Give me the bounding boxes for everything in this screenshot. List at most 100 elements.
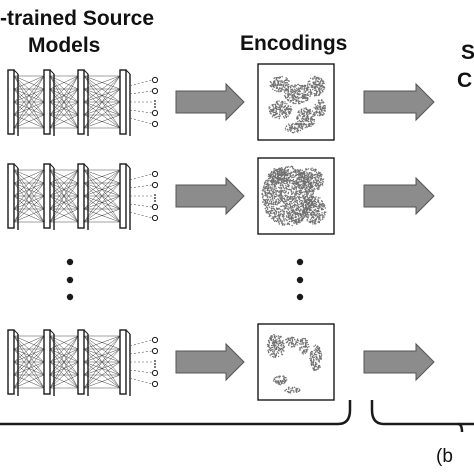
encoding-point [304,181,306,183]
encoding-point [274,202,277,204]
encoding-point [286,175,288,177]
encoding-point [312,216,314,219]
encoding-point [299,180,301,183]
encoding-point [304,127,306,129]
encoding-point [290,129,292,132]
encoding-point [310,204,313,207]
encoding-point [304,123,306,126]
encoding-point [279,76,281,78]
encoding-point [277,343,279,346]
encoding-point [321,205,323,208]
encoding-point [289,175,292,178]
encoding-point [278,114,281,116]
encoding-point [278,199,280,201]
encoding-point [280,205,282,208]
encoding-point [309,198,311,200]
encoding-point [315,94,317,96]
encoding-point [294,338,296,341]
encoding-point [297,126,300,128]
encoding-point [304,176,306,178]
encoding-point [314,89,317,91]
encoding-point [273,180,276,183]
encoding-point [287,222,289,224]
encoding-point [302,121,305,123]
encoding-point [266,189,268,192]
encoding-point [279,195,281,197]
network-layer-edge [125,329,131,335]
encoding-point [292,171,294,173]
encoding-point [274,191,276,193]
encoding-point [295,127,297,129]
encoding-point [316,356,318,358]
encoding-point [272,104,274,106]
encoding-point [309,109,311,112]
encoding-point [305,90,307,92]
encoding-point [277,108,279,110]
encoding-point [277,194,279,197]
network-connection [83,335,121,376]
encoding-point [302,171,304,174]
encoding-point [307,173,309,175]
encoding-point [267,345,269,347]
encoding-point [275,382,277,384]
encoding-point [315,80,317,83]
encoding-point [289,213,291,215]
encoding-point [270,193,273,195]
encoding-point [273,168,275,170]
encoding-point [296,122,298,125]
encoding-point [308,209,311,211]
encoding-point [302,194,304,196]
encoding-point [268,215,270,218]
encoding-point [320,86,322,88]
encoding-point [276,84,279,86]
encoding-point [270,211,272,213]
encoding-point [293,344,295,346]
encoding-point [323,82,325,85]
encoding-point [297,129,299,132]
encoding-point [301,172,303,175]
encoding-point [287,199,289,201]
encoding-point [274,348,276,350]
encoding-point [299,88,301,90]
encoding-point [322,107,324,110]
encoding-point [270,176,272,178]
encoding-point [286,196,289,198]
encoding-point [294,219,297,221]
encoding-point [301,174,303,176]
encoding-point [289,341,291,343]
encoding-point [269,196,271,199]
encoding-point [321,214,324,216]
encoding-point [279,170,281,172]
encoding-point [308,84,311,86]
encoding-point [270,83,273,85]
encoding-point [282,89,284,91]
encoding-point [283,381,285,383]
encoding-point [272,203,275,206]
encoding-point [302,210,304,212]
encoding-point [274,349,276,351]
encoding-point [319,215,321,217]
encoding-point [295,192,297,194]
encoding-point [302,101,304,103]
encoding-point [316,83,318,86]
encoding-point [322,112,324,114]
encoding-point [318,349,320,351]
encoding-point [308,211,311,214]
encoding-point [320,105,322,108]
encoding-point [299,127,302,129]
output-connection [129,173,153,181]
encoding-point [295,197,298,199]
encoding-point [280,336,282,338]
output-node [151,76,159,84]
encoding-point [320,88,323,90]
encoding-point [298,110,300,112]
column3-title-line2: C [457,69,473,92]
encoding-point [300,191,302,193]
encoding-point [321,207,323,209]
encoding-point [275,213,277,215]
encoding-point [323,101,325,104]
encoding-point [286,204,289,206]
encoding-point [287,80,289,82]
encoding-point [278,191,280,193]
encoding-point [293,127,295,129]
